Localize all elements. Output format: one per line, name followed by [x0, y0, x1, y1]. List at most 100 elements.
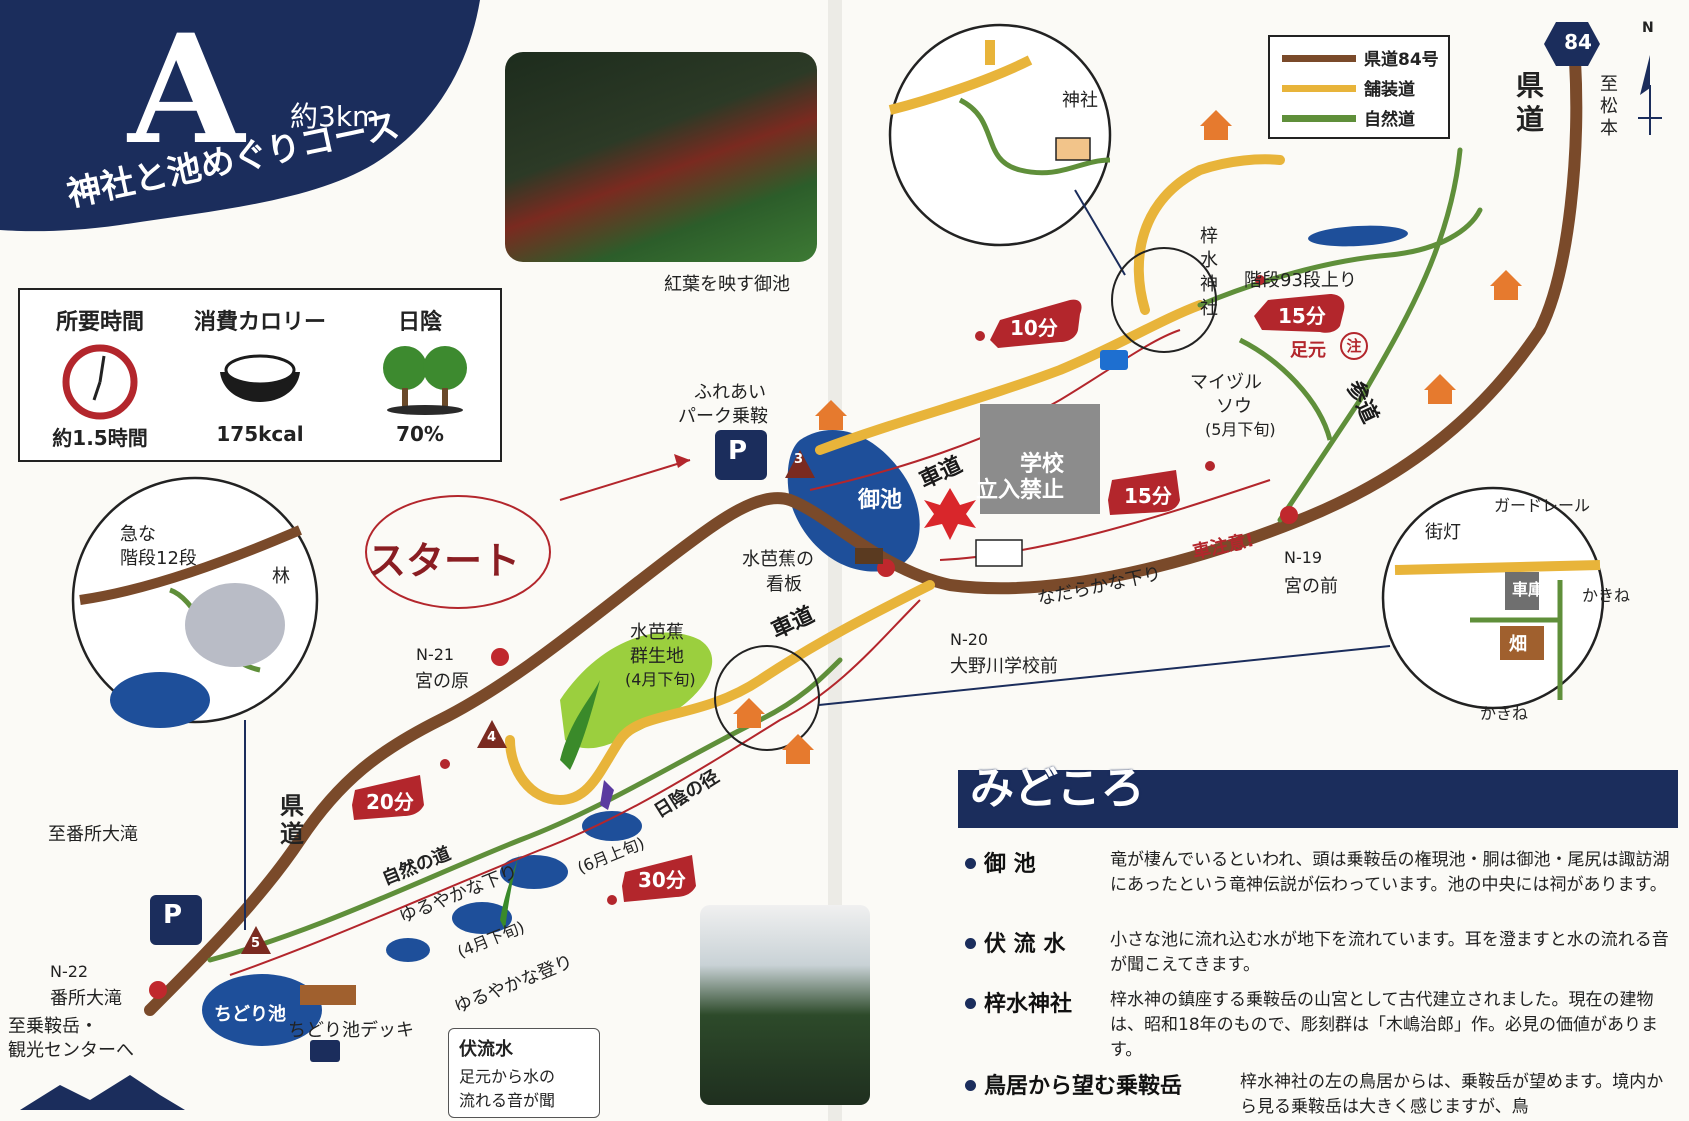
shrine-inset-label: 神社 — [1062, 90, 1098, 111]
guardrail-label: ガードレール — [1494, 496, 1591, 515]
maizuru-label-3: (5月下旬) — [1205, 420, 1276, 439]
point-5-number: 5 — [251, 936, 261, 951]
legend-swatch-paved — [1282, 85, 1356, 92]
to-norikura-label-1: 至乗鞍岳・ — [8, 1016, 98, 1037]
shrine-label-3: 神 — [1200, 274, 1218, 295]
house-icon-5 — [733, 698, 765, 728]
junction-focus-circle — [714, 645, 820, 751]
bus-stop-n22-name: 番所大滝 — [50, 988, 122, 1009]
mizubasho-colony-label-2: 群生地 — [630, 646, 684, 667]
highlight-text-1: 竜が棲んでいるといわれ、頭は乗鞍岳の権現池・胴は御池・尾尻は諏訪湖にあったという… — [1110, 850, 1670, 895]
point-4-number: 4 — [487, 730, 497, 745]
stairs-93-label: 階段93段上り — [1244, 270, 1357, 291]
stairs-inset-pond — [110, 672, 210, 728]
time-bubble-15-lower — [1108, 470, 1180, 515]
legend-label-prefectural: 県道84号 — [1364, 50, 1439, 70]
hiker-icon-4 — [440, 759, 450, 769]
time-15-lower: 15分 — [1124, 484, 1172, 508]
start-label: スタート — [368, 538, 521, 583]
school-building — [980, 404, 1100, 514]
time-bubble-15-upper — [1254, 294, 1345, 333]
shrine-label-2: 水 — [1200, 250, 1218, 271]
mizubasho-signboard-icon — [855, 548, 883, 564]
bus-stop-n22-code: N-22 — [50, 962, 89, 981]
hedge-label-2: かきね — [1480, 704, 1529, 723]
mizubasho-board-label-2: 看板 — [766, 574, 802, 595]
shrine-trail — [1238, 337, 1333, 441]
caution-mark-icon: 注 — [1340, 332, 1368, 360]
rice-bowl-icon — [220, 354, 300, 402]
kendo-left-2: 道 — [280, 820, 304, 848]
time-bubble-20 — [352, 775, 424, 820]
bus-stop-n21-icon — [491, 648, 509, 666]
kendo-right-1: 県 — [1516, 69, 1545, 102]
to-matsumoto-1: 至 — [1600, 74, 1618, 95]
shrine-inset-circle — [888, 23, 1112, 247]
chidori-deck-label: ちどり池デッキ — [288, 1020, 414, 1041]
hiker-icon-2 — [1255, 275, 1265, 285]
clock-icon — [62, 344, 138, 420]
highlight-name-2: 伏 流 水 — [984, 932, 1066, 957]
highlight-text-3: 梓水神の鎮座する乗鞍岳の山宮として古代建立されました。現在の建物は、昭和18年の… — [1110, 990, 1658, 1060]
stairs-inset-road — [79, 525, 302, 605]
hiker-icon-5 — [607, 895, 617, 905]
route-shield-icon — [1544, 22, 1600, 66]
highlights-title: みどころ — [970, 763, 1145, 814]
shrine-label-1: 梓 — [1200, 226, 1218, 247]
garage-label: 車庫 — [1512, 580, 1545, 599]
junction-inset-circle — [1381, 486, 1605, 710]
mizubasho-colony-label-3: (4月下旬) — [625, 670, 696, 689]
highlight-text-2: 小さな池に流れ込む水が地下を流れています。耳を澄ますと水の流れる音が聞こえてきま… — [1110, 930, 1669, 975]
tree-icon — [383, 346, 467, 415]
autumn-photo-caption: 紅葉を映す御池 — [664, 274, 790, 295]
mizubasho-board-label-1: 水芭蕉の — [742, 549, 814, 570]
maple-leaf-icon — [924, 488, 976, 540]
highlights-header-bar — [958, 770, 1678, 828]
highlight-name-4: 鳥居から望む乗鞍岳 — [984, 1074, 1183, 1099]
highlight-bullet-1 — [965, 858, 976, 869]
inset-trail — [958, 97, 1111, 176]
highlight-bullet-4 — [965, 1080, 976, 1091]
header-blob — [0, 0, 480, 232]
chidori-pond-label: ちどり池 — [214, 1004, 286, 1025]
route-line-left — [229, 599, 921, 976]
mizubasho-plant-icon-2 — [500, 850, 520, 930]
stat-shade-value: 70% — [396, 422, 444, 446]
shrine-building-inset — [1055, 137, 1091, 161]
maizuru-label-1: マイヅル — [1190, 372, 1262, 393]
hedge-label-1: かきね — [1582, 586, 1631, 605]
point-3-marker — [785, 450, 815, 478]
bus-stop-n19-code: N-19 — [1284, 548, 1323, 567]
fureai-park-label-1: ふれあい — [694, 382, 766, 403]
kendo-right-2: 道 — [1516, 103, 1545, 136]
sando-trail — [1277, 147, 1463, 523]
paved-road-lower — [505, 580, 935, 806]
highlight-text-4: 梓水神社の左の鳥居からは、乗鞍岳が望めます。境内から見る乗鞍岳は大きく感じますが… — [1240, 1072, 1664, 1116]
house-icon-6 — [782, 734, 814, 764]
mizubasho-colony-label-1: 水芭蕉 — [630, 622, 684, 643]
stat-time-label: 所要時間 — [55, 310, 144, 335]
map-legend: 県道84号 舗装道 自然道 — [1268, 35, 1450, 139]
fukuryu-callout-line-2: 流れる音が聞 — [459, 1091, 556, 1110]
time-bubble-10 — [990, 299, 1082, 348]
small-pond-2 — [452, 902, 512, 934]
start-arrow-head — [674, 454, 690, 468]
bus-stop-n19-icon — [1280, 506, 1298, 524]
pond-center-sign-icon — [975, 539, 1023, 567]
maizuru-label-2: ソウ — [1216, 396, 1252, 417]
highlight-bullet-3 — [965, 998, 976, 1009]
north-arrow-icon — [1640, 55, 1650, 95]
field-label: 畑 — [1509, 634, 1527, 655]
bus-stop-n20-name: 大野川学校前 — [950, 656, 1058, 677]
steep-stairs-label-2: 階段12段 — [120, 548, 197, 569]
parking-icon-fureai — [715, 430, 767, 480]
course-stats-box: 所要時間 消費カロリー 日陰 約1.5時間 175kcal 70% — [18, 288, 502, 462]
stat-time-value: 約1.5時間 — [52, 426, 148, 450]
time-20: 20分 — [366, 790, 414, 814]
watch-footing-label: 足元 — [1290, 340, 1326, 361]
mountain-icon — [20, 1075, 185, 1110]
to-matsumoto-2: 松 — [1600, 96, 1618, 117]
steep-stairs-label-1: 急な — [120, 524, 156, 545]
time-10: 10分 — [1010, 316, 1058, 340]
